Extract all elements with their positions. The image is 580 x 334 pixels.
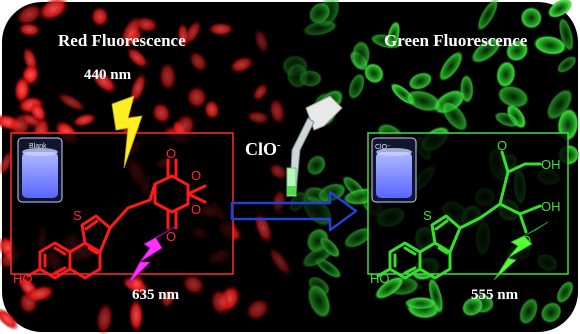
cell xyxy=(158,61,177,92)
vial-clo-label: ClO⁻ xyxy=(375,144,391,151)
cell xyxy=(174,113,196,139)
cell xyxy=(177,22,190,49)
cell xyxy=(407,71,433,91)
cell xyxy=(0,307,19,331)
cell xyxy=(18,22,41,37)
emission-bolt-magenta xyxy=(127,224,179,285)
cell xyxy=(188,50,208,73)
cell xyxy=(404,89,443,113)
cell xyxy=(540,301,563,324)
cell xyxy=(203,99,220,120)
cell xyxy=(0,149,14,176)
cell xyxy=(546,88,574,121)
cell xyxy=(151,102,172,124)
cell xyxy=(459,74,474,104)
reagent-charge: - xyxy=(277,139,281,151)
excitation-wavelength-label: 440 nm xyxy=(84,67,132,83)
cell xyxy=(506,103,527,130)
sulfur-atom-green: S xyxy=(423,208,432,223)
cell xyxy=(520,6,543,30)
cell xyxy=(29,102,47,123)
cell xyxy=(441,100,469,132)
oxygen-green-1: O xyxy=(497,138,507,153)
reagent-formula: ClO xyxy=(245,139,278,159)
cell xyxy=(476,0,499,32)
excitation-bolt-yellow xyxy=(111,95,143,169)
cell xyxy=(128,298,144,333)
sulfur-atom-red: S xyxy=(73,208,82,223)
cell xyxy=(56,92,86,112)
cell xyxy=(72,113,97,128)
cell xyxy=(493,111,520,128)
cell xyxy=(470,37,502,64)
cell xyxy=(403,296,438,310)
cell xyxy=(129,72,147,104)
cell xyxy=(556,55,578,74)
cell xyxy=(160,288,176,309)
product-structure-green xyxy=(376,150,542,280)
cell xyxy=(496,85,530,109)
green-emission-wavelength-label: 555 nm xyxy=(471,287,519,303)
probe-atoms-red: S HO O O O O xyxy=(13,146,201,286)
green-fluorescence-title: Green Fluorescence xyxy=(384,31,528,50)
red-fluorescence-title: Red Fluorescence xyxy=(58,31,186,50)
cell xyxy=(13,75,31,104)
cell xyxy=(386,20,401,50)
cell xyxy=(518,297,539,326)
cell xyxy=(90,69,118,94)
cell xyxy=(428,276,444,315)
cell xyxy=(532,35,568,56)
vial-clo xyxy=(371,137,417,203)
cell xyxy=(120,15,142,49)
acid-oh-green-2: OH xyxy=(541,199,561,214)
red-emission-wavelength-label: 635 nm xyxy=(132,287,180,303)
cell xyxy=(374,276,405,300)
reaction-arrow xyxy=(230,190,358,232)
hydroxyl-green: HO xyxy=(370,271,390,286)
cell xyxy=(182,274,205,295)
cell xyxy=(90,6,110,28)
cell xyxy=(186,85,208,109)
vial-blank-label: Blank xyxy=(29,143,47,150)
cell xyxy=(461,296,484,317)
cell xyxy=(495,60,516,89)
oxygen-red-4: O xyxy=(191,202,201,217)
cell xyxy=(505,39,529,62)
cell xyxy=(37,0,70,22)
cell xyxy=(25,285,56,303)
cell xyxy=(558,16,574,53)
cell xyxy=(556,280,574,304)
pipette-icon xyxy=(286,95,343,197)
cell xyxy=(95,302,114,334)
hypochlorite-label: ClO- xyxy=(245,139,281,160)
oxygen-red-2: O xyxy=(166,229,176,244)
emission-bolt-green xyxy=(493,221,549,281)
product-atoms-green: S HO O O OH OH xyxy=(370,138,561,286)
cell xyxy=(438,50,464,82)
cell xyxy=(547,0,573,19)
acid-oh-green-1: OH xyxy=(541,157,561,172)
hydroxyl-red: HO xyxy=(13,271,33,286)
oxygen-red-3: O xyxy=(191,168,201,183)
oxygen-red-1: O xyxy=(166,146,176,161)
probe-structure-red xyxy=(26,158,207,280)
cell xyxy=(126,47,149,69)
cell xyxy=(15,3,43,26)
vial-blank xyxy=(17,137,63,203)
